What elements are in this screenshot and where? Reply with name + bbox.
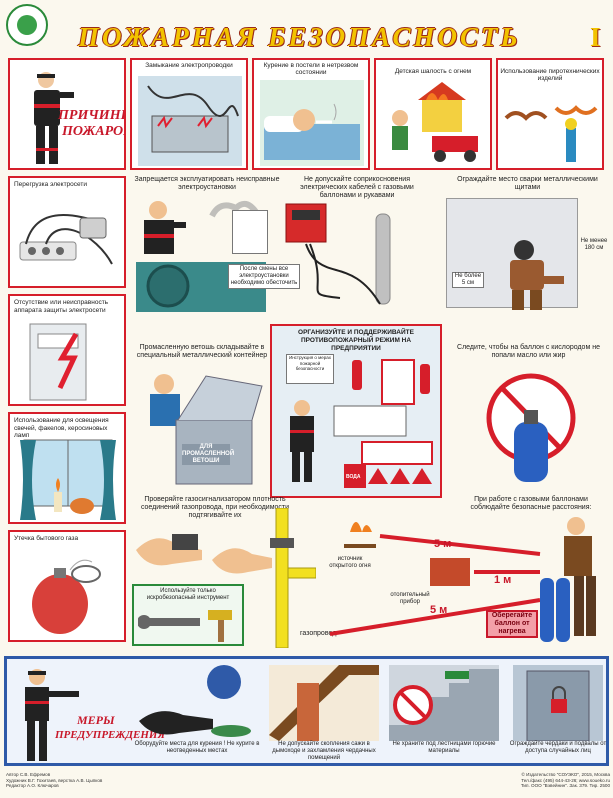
cause-label: Использование пиротехнических изделий [500,68,600,82]
firefighter-pointing-illustration [25,669,79,761]
rule-oxygen-cylinder: Следите, чтобы на баллон с кислородом не… [457,344,600,359]
rag-container-label: Для промасленной ветоши [182,444,235,465]
publisher-logo [6,4,48,46]
credits-right: © Издательство "СОУЭКО", 2015, Москва Те… [440,772,610,789]
protect-cylinder-note: Оберегайте баллон от нагрева [486,610,538,638]
cause-panel-wiring: Замыкание электропроводки [130,58,248,170]
children-fire-illustration [392,82,478,162]
distance-fire: 5 м [434,538,452,550]
wiring-short-illustration [138,76,242,166]
rule-oily-rags: Промасленную ветошь складывайте в специа… [136,344,268,359]
credit-publisher: © Издательство "СОУЭКО", 2015, Москва [521,772,610,777]
no-protection-illustration [29,323,87,401]
cause-label: Перегрузка электросети [14,181,88,188]
rule-power-off-note: После смены все электроустановки необход… [228,264,300,289]
fire-regime-panel: Организуйте и поддерживайте противопожар… [270,324,442,498]
measure-smoking: Оборудуйте места для курения ! Не курите… [134,741,260,754]
overload-illustration [19,214,113,265]
gas-leak-illustration [32,559,101,634]
measure-chimney: Не допускайте скопления сажи в дымоходе … [272,741,376,761]
measures-title-line2: предупреждения [55,729,166,741]
fire-instruction-doc: Инструкция о мерах пожарной безопасности [286,354,334,384]
candles-illustration [20,439,116,520]
locked-door-illustration [513,665,603,741]
heater-label: отопительный прибор [390,592,430,605]
cause-panel-overload: Перегрузка электросети [8,176,126,288]
gas-pipeline-illustration [270,508,316,648]
no-smoking-sign [207,665,241,699]
water-barrel-label: Вода [346,474,361,480]
cause-label: Отсутствие или неисправность аппарата за… [14,299,109,314]
fire-regime-title: Организуйте и поддерживайте противопожар… [298,329,414,352]
cause-panel-no-protection: Отсутствие или неисправность аппарата за… [8,294,126,406]
stairs-storage-illustration [389,665,499,741]
cause-label: Детская шалость с огнем [394,68,472,75]
cause-panel-smoking-bed: Курение в постели в нетрезвом состоянии [252,58,370,170]
rag-container-illustration [150,374,263,485]
safe-tools-label: Используйте только искробезопасный инстр… [146,588,230,601]
measure-stairs: Не храните под лестницами горючие матери… [392,741,496,754]
measure-attic-access: Ограждайте чердаки и подвалы от доступа … [509,741,607,754]
shield-gap-label: Не более 5 см [452,272,484,288]
welding-machine-illustration [285,203,391,305]
chimney-attic-illustration [269,665,379,741]
distance-heater: 1 м [494,574,512,586]
welder-illustration [510,240,564,310]
credit-printing: Тип. ООО "Вэвейнин". Зак. 379. Тир. 2500 [520,783,610,789]
firefighter-illustration [34,72,74,164]
credits-left: Автор С.В. Ефремов Художник В.Г. Гохитае… [6,772,206,789]
rule-welding-shields: Ограждайте место сварки металлическими щ… [457,176,598,191]
fire-source-label: источник открытого огня [329,556,371,569]
cause-label: Использование для освещения свечей, факе… [14,417,109,439]
rule-faulty-equipment: Запрещается эксплуатировать неисправные … [134,176,280,191]
safe-tools-panel: Используйте только искробезопасный инстр… [132,584,244,646]
credit-artist: Художник В.Г. Гохитаев, верстка А.В. Цып… [6,777,103,783]
causes-title-line1: Причины [58,108,124,123]
cylinder-worker-illustration [540,517,596,642]
causes-title-panel: Причины пожаров [8,58,126,170]
rule-safe-distances: При работе с газовыми баллонами соблюдай… [470,496,592,511]
prevention-measures-panel: Меры предупреждения Оборудуйте места для… [4,656,609,766]
rule-gas-detector: Проверяйте газосигнализатором плотность … [140,496,290,519]
extinguishers-illustration [352,359,430,405]
credit-editor: Редактор А.О. Ключаров [6,783,59,789]
smoking-in-bed-illustration [260,80,364,166]
gas-pipe-label: газопровод [300,630,337,637]
distance-arrows-illustration [329,522,541,636]
cause-panel-gas-leak: Утечка бытового газа [8,530,126,642]
welding-shield-area [446,198,578,308]
wrench-hammer-illustration [138,610,232,642]
causes-title-line2: пожаров [62,124,126,139]
electrical-panel-box [232,210,268,254]
credit-contacts: Тел./факс (495) 644-43-26; www.souеko.ru [521,777,610,783]
rule-cables-cylinders: Не допускайте соприкосновения электричес… [300,176,414,199]
worker-electrical-illustration [136,200,266,312]
distance-pipe: 5 м [430,604,448,616]
cause-panel-children-fire: Детская шалость с огнем [374,58,492,170]
oxygen-cylinder-illustration [486,373,576,482]
cause-label: Утечка бытового газа [14,535,79,542]
fire-board-illustration [290,400,433,488]
gas-detector-illustration [136,534,272,574]
cause-label: Курение в постели в нетрезвом состоянии [263,62,359,76]
measures-title-line1: Меры [77,713,115,727]
shield-height-label: Не менее 180 см [580,238,608,251]
credit-author: Автор С.В. Ефремов [6,772,51,777]
cause-panel-candles: Использование для освещения свечей, факе… [8,412,126,524]
smoking-hand-illustration [139,711,251,737]
pyrotechnics-illustration [504,105,598,162]
poster-part-number: I [590,22,601,52]
poster-title: Пожарная безопасность [78,22,521,52]
cause-panel-pyrotechnics: Использование пиротехнических изделий [496,58,604,170]
cause-label: Замыкание электропроводки [145,62,233,69]
